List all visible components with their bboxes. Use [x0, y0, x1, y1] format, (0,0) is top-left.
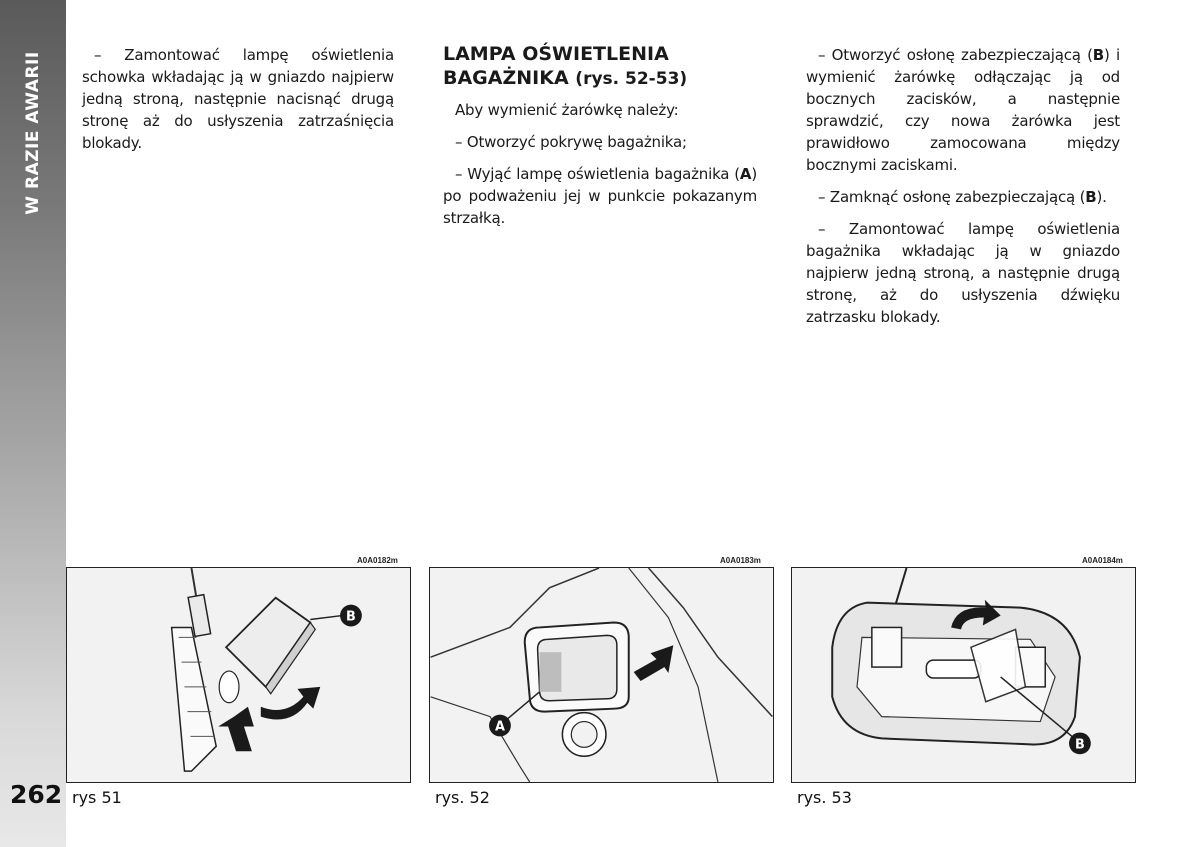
page-number: 262: [10, 780, 63, 809]
paragraph-text: – Otworzyć osłonę zabezpieczającą (: [818, 46, 1093, 64]
figure-code: A0A0184m: [1082, 556, 1123, 565]
trunk-lamp-illustration: A: [430, 568, 773, 782]
paragraph: – Otworzyć pokrywę bagażnika;: [455, 133, 687, 151]
heading-figure-ref: (rys. 52-53): [575, 69, 688, 89]
paragraph: – Zamontować lampę oświetlenia schowka w…: [82, 46, 394, 152]
part-reference: B: [1085, 188, 1097, 206]
part-reference: A: [739, 165, 752, 183]
paragraph-text: – Wyjąć lampę oświetlenia bagażnika (: [455, 165, 740, 183]
bulb-replacement-illustration: B: [831, 568, 1091, 755]
figure-code: A0A0183m: [720, 556, 761, 565]
paragraph-text: ) i wymienić żarówkę odłączając ją od bo…: [806, 46, 1120, 174]
text-column-1: – Zamontować lampę oświetlenia schowka w…: [82, 44, 394, 164]
part-reference: B: [1092, 46, 1105, 64]
figure-51: B: [66, 567, 411, 783]
callout-label: B: [346, 610, 356, 625]
lamp-removal-illustration: B: [170, 568, 362, 772]
callout-label: A: [495, 719, 505, 734]
callout-label: B: [1075, 737, 1085, 752]
paragraph: – Zamontować lampę oświetlenia bagażnika…: [806, 220, 1120, 326]
text-column-3: – Otworzyć osłonę zabezpieczającą (B) i …: [806, 44, 1120, 338]
text-column-2: LAMPA OŚWIETLENIA BAGAŻNIKA (rys. 52-53)…: [443, 42, 757, 239]
figure-53: B: [791, 567, 1136, 783]
paragraph-text: – Zamknąć osłonę zabezpieczającą (: [818, 188, 1086, 206]
figure-caption: rys 51: [72, 788, 122, 807]
figure-caption: rys. 53: [797, 788, 852, 807]
paragraph-text: ).: [1096, 188, 1107, 206]
section-heading: LAMPA OŚWIETLENIA BAGAŻNIKA (rys. 52-53): [443, 42, 757, 91]
figure-52: A: [429, 567, 774, 783]
section-sidebar: W RAZIE AWARII 262: [0, 0, 66, 847]
paragraph: Aby wymienić żarówkę należy:: [455, 101, 679, 119]
paragraph: – Wyjąć lampę oświetlenia bagażnika (A) …: [443, 163, 757, 229]
figure-caption: rys. 52: [435, 788, 490, 807]
paragraph: – Zamknąć osłonę zabezpieczającą (B).: [806, 186, 1120, 208]
section-label: W RAZIE AWARII: [23, 51, 43, 215]
paragraph-text: ) po podważeniu jej w punkcie pokazanym …: [443, 165, 757, 227]
heading-title: LAMPA OŚWIETLENIA BAGAŻNIKA: [443, 43, 669, 89]
figure-code: A0A0182m: [357, 556, 398, 565]
paragraph: – Otworzyć osłonę zabezpieczającą (B) i …: [806, 44, 1120, 176]
